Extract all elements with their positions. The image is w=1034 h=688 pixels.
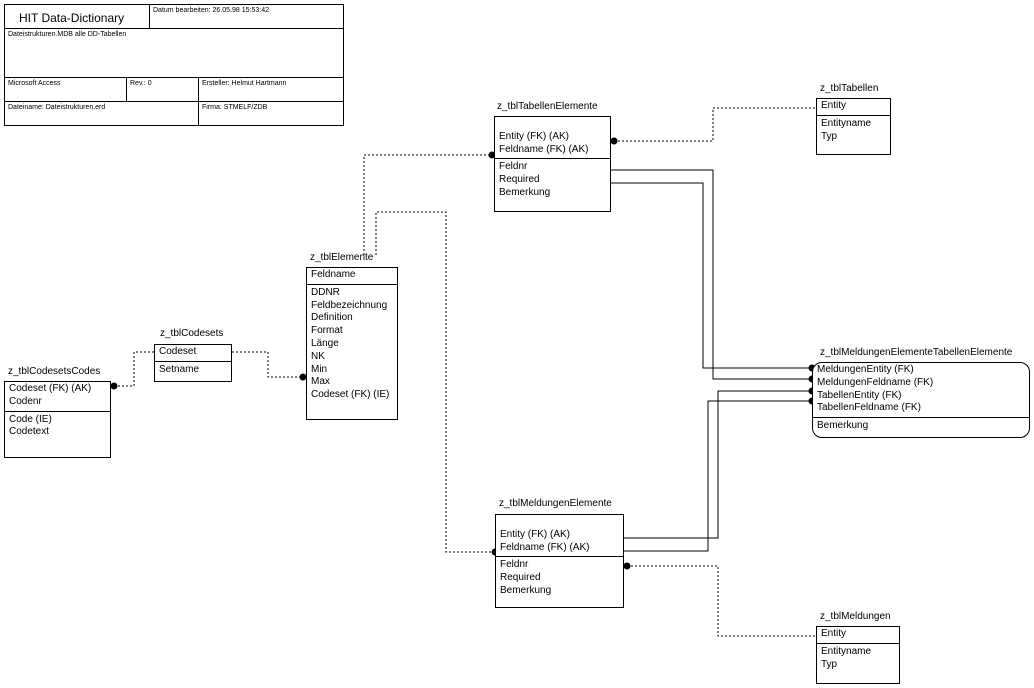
entity-key-section: Entity — [817, 99, 890, 116]
entity-key-field: TabellenFeldname (FK) — [817, 402, 921, 414]
entity-attribute: Codeset (FK) (IE) — [311, 389, 390, 401]
entity-key-section: Codeset (FK) (AK) Codenr — [5, 382, 110, 412]
entity-attribute: Min — [311, 363, 328, 375]
entity-attribute-section: DDNR Feldbezeichnung Definition Format L… — [307, 285, 397, 404]
entity-attribute: DDNR — [311, 286, 340, 298]
entity-attribute: Länge — [311, 337, 339, 349]
entity-attribute-section: Code (IE) Codetext — [5, 412, 110, 442]
entity-name: z_tblTabellen — [820, 83, 879, 94]
entity-key-field: Feldname (FK) (AK) — [499, 143, 589, 155]
entity-attribute: NK — [311, 350, 325, 362]
entity-attribute: Max — [311, 376, 330, 388]
entity-name: z_tblTabellenElemente — [497, 101, 598, 112]
entity-key-field: Entity — [821, 628, 847, 639]
entity-key-field: TabellenEntity (FK) — [817, 389, 902, 401]
rel-tabellen-tabellenelemente — [614, 107, 816, 142]
entity-key-field: Codeset — [159, 346, 197, 357]
entity-key-field: MeldungenEntity (FK) — [817, 364, 914, 375]
rel-meldungen-meldungenelemente — [627, 565, 816, 637]
entity-attribute: Code (IE) — [9, 413, 52, 425]
entity-attribute-section: Feldnr Required Bemerkung — [495, 159, 610, 201]
entity-key-field: Entity (FK) (AK) — [499, 130, 570, 142]
entity-attribute-section: Feldnr Required Bemerkung — [496, 557, 623, 599]
entity-attribute: Codetext — [9, 426, 50, 438]
title-block-software: Microsoft Access — [5, 78, 127, 102]
entity-tblelemente[interactable]: Feldname DDNR Feldbezeichnung Definition… — [306, 267, 398, 420]
rel-endpoint — [488, 151, 496, 159]
entity-key-section: Codeset — [155, 345, 231, 362]
title-block-date: Datum bearbeiten: 26.05.98 15:53:42 — [150, 5, 343, 29]
entity-attribute: Entityname — [821, 645, 872, 657]
title-block-company: Firma: STMELF/ZDB — [202, 104, 268, 111]
rel-endpoint — [610, 137, 618, 145]
entity-attribute: Required — [500, 572, 541, 584]
rel-meldungenelemente-mete-a — [624, 390, 812, 539]
title-block-title: HIT Data-Dictionary — [5, 5, 150, 29]
entity-attribute: Bemerkung — [500, 584, 552, 596]
entity-attribute: Required — [499, 174, 540, 186]
entity-name: z_tblMeldungenElementeTabellenElemente — [820, 347, 1013, 358]
entity-attribute-section: Setname — [155, 362, 231, 379]
entity-key-field: Codenr — [9, 395, 42, 407]
title-block-description: Dateistrukturen.MDB alle DD-Tabellen — [5, 29, 343, 78]
entity-name: z_tblMeldungenElemente — [499, 498, 612, 509]
rel-endpoint — [299, 373, 307, 381]
entity-attribute: Feldnr — [499, 161, 528, 173]
entity-key-section: MeldungenEntity (FK) MeldungenFeldname (… — [813, 363, 1029, 419]
entity-key-section: Entity — [817, 627, 899, 644]
title-block-author: Ersteller: Helmut Hartmann — [199, 78, 343, 102]
entity-attribute-section: Entityname Typ — [817, 644, 899, 674]
entity-name: z_tblCodesets — [160, 328, 224, 339]
entity-tblmeldungenelemente[interactable]: Entity (FK) (AK) Feldname (FK) (AK) Feld… — [495, 514, 624, 608]
entity-attribute: Typ — [821, 658, 838, 670]
rel-elemente-meldungenelemente — [375, 211, 495, 553]
entity-attribute: Bemerkung — [817, 420, 869, 432]
rel-endpoint — [623, 562, 631, 570]
rel-codesets-codesetscodes — [114, 351, 154, 387]
rel-meldungenelemente-mete-b — [624, 400, 812, 552]
entity-name: z_tblCodesetsCodes — [8, 366, 101, 377]
entity-tblmeldungen[interactable]: Entity Entityname Typ — [816, 626, 900, 684]
rel-tabellenelemente-mete-a — [611, 169, 812, 380]
entity-tblcodesets[interactable]: Codeset Setname — [154, 344, 232, 382]
entity-attribute-section: Entityname Typ — [817, 116, 890, 146]
entity-key-field: Feldname — [311, 269, 356, 280]
entity-tbltabellen[interactable]: Entity Entityname Typ — [816, 98, 891, 155]
entity-attribute: Feldnr — [500, 559, 529, 571]
title-block-filename: Dateiname: Dateistrukturen.erd — [5, 102, 199, 125]
entity-key-field: Entity (FK) (AK) — [500, 528, 571, 540]
entity-attribute: Format — [311, 325, 343, 337]
entity-attribute: Typ — [821, 130, 838, 142]
entity-tblcodesetscodes[interactable]: Codeset (FK) (AK) Codenr Code (IE) Codet… — [4, 381, 111, 458]
entity-attribute: Setname — [159, 363, 200, 375]
entity-tbltabellenelemente[interactable]: Entity (FK) (AK) Feldname (FK) (AK) Feld… — [494, 116, 611, 212]
entity-key-section: Entity (FK) (AK) Feldname (FK) (AK) — [495, 117, 610, 160]
title-block-revision: Rev.: 0 — [127, 78, 199, 102]
rel-endpoint — [110, 382, 118, 390]
entity-attribute: Bemerkung — [499, 186, 551, 198]
rel-elemente-tabellenelemente — [363, 154, 492, 255]
entity-key-field: Codeset (FK) (AK) — [9, 383, 92, 394]
entity-key-field — [499, 118, 606, 131]
entity-name: z_tblMeldungen — [820, 611, 891, 622]
entity-name: z_tblElemente — [310, 252, 374, 263]
entity-tblmeldungenelementetabellenelemente[interactable]: MeldungenEntity (FK) MeldungenFeldname (… — [812, 362, 1030, 438]
rel-tabellenelemente-mete-b — [611, 182, 812, 369]
entity-key-section: Feldname — [307, 268, 397, 285]
entity-key-field: Feldname (FK) (AK) — [500, 541, 590, 553]
entity-key-field: MeldungenFeldname (FK) — [817, 376, 934, 388]
entity-key-section: Entity (FK) (AK) Feldname (FK) (AK) — [496, 515, 623, 558]
entity-attribute: Definition — [311, 312, 353, 324]
entity-attribute-section: Bemerkung — [813, 418, 1029, 435]
entity-key-field — [500, 516, 619, 529]
entity-attribute: Entityname — [821, 117, 872, 129]
rel-codesets-elemente — [232, 351, 303, 378]
entity-key-field: Entity — [821, 100, 847, 111]
title-block: HIT Data-Dictionary Datum bearbeiten: 26… — [4, 4, 344, 126]
entity-attribute: Feldbezeichnung — [311, 299, 388, 311]
